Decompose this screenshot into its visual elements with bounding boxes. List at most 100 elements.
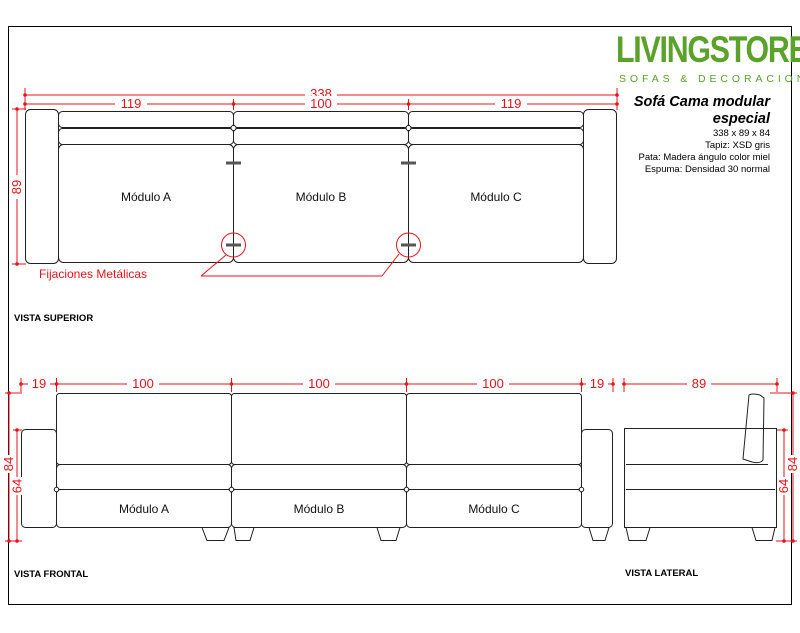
dim-side-depth-label: 89 xyxy=(692,376,706,391)
front-back-c xyxy=(406,393,582,465)
dim-dot xyxy=(231,102,236,106)
dim-arm-right-label: 19 xyxy=(590,376,604,391)
dim-dot xyxy=(19,382,23,386)
dim-dot xyxy=(791,391,795,395)
dim-dot xyxy=(229,382,234,386)
label-bg xyxy=(787,455,798,473)
side-body xyxy=(624,428,777,528)
dim-front-height-label: 84 xyxy=(1,457,16,471)
front-seat-top-c xyxy=(406,464,582,490)
front-back-b xyxy=(231,393,407,465)
dim-dot xyxy=(791,539,795,543)
label-bg xyxy=(477,376,509,388)
top-backrest-b xyxy=(233,111,409,128)
top-arm-left xyxy=(25,109,59,264)
dim-dot xyxy=(23,93,27,97)
brand-tagline: SOFAS & DECORACION xyxy=(619,73,800,85)
top-arm-right xyxy=(583,109,617,264)
dim-dot xyxy=(615,102,619,106)
callout-circle-1 xyxy=(221,232,246,258)
top-dimension-lines xyxy=(12,88,618,265)
label-bg xyxy=(127,376,159,388)
dim-dot xyxy=(406,102,411,106)
product-upholstery: Tapiz: XSD gris xyxy=(705,140,770,151)
front-joint-dot xyxy=(53,486,60,493)
top-seat-c xyxy=(408,144,584,263)
label-bg xyxy=(687,376,711,388)
front-leg-left xyxy=(201,527,230,541)
sheet-border xyxy=(8,26,792,605)
dim-arm-left-label: 19 xyxy=(32,376,46,391)
front-dimension-lines xyxy=(5,378,614,542)
product-legs: Pata: Madera ángulo color miel xyxy=(638,152,771,163)
dim-dot xyxy=(7,539,11,543)
label-bg xyxy=(305,96,337,108)
brand-name: LIVINGSTORE. xyxy=(616,29,800,70)
dim-seg-c-label: 119 xyxy=(501,96,522,111)
front-module-b-label: Módulo B xyxy=(294,502,345,516)
front-module-a-label: Módulo A xyxy=(119,502,169,516)
front-view xyxy=(21,393,613,541)
callout-circle-2 xyxy=(396,232,421,258)
label-bg xyxy=(3,455,14,473)
side-leg-left xyxy=(625,527,651,541)
label-bg xyxy=(115,96,147,108)
label-bg xyxy=(778,477,789,495)
front-back-a xyxy=(56,393,232,465)
front-leg-mid-left xyxy=(233,527,255,541)
view-label-front: VISTA FRONTAL xyxy=(14,569,89,580)
top-cushion-b xyxy=(233,128,409,145)
dim-dot xyxy=(782,428,786,432)
front-module-c-label: Módulo C xyxy=(468,502,520,516)
view-label-top: VISTA SUPERIOR xyxy=(14,313,94,324)
front-seat-top-b xyxy=(231,464,407,490)
top-module-a-label: Módulo A xyxy=(121,190,171,204)
top-cushion-a xyxy=(58,128,234,145)
top-module-b-label: Módulo B xyxy=(296,190,347,204)
front-joint-dot xyxy=(578,486,585,493)
front-dimension-labels: 19 100 100 100 19 84 64 xyxy=(1,376,608,495)
side-dimension-dots xyxy=(622,382,795,543)
front-seat-top-a xyxy=(56,464,232,490)
front-joint-dot xyxy=(403,486,410,493)
dim-dot xyxy=(54,382,59,386)
product-spec: Sofá Cama modular especial 338 x 89 x 84… xyxy=(634,94,770,176)
front-leg-right xyxy=(588,527,610,541)
label-bg xyxy=(586,376,608,388)
label-bg xyxy=(12,477,23,495)
dim-front-seat-label: 64 xyxy=(10,479,25,493)
top-joint-dot-1 xyxy=(230,125,237,131)
top-view xyxy=(25,109,617,264)
dim-dot xyxy=(579,382,584,386)
side-dimension-labels: 89 84 64 xyxy=(687,376,800,495)
dim-dot xyxy=(7,391,11,395)
callout-label: Fijaciones Metálicas xyxy=(39,267,147,281)
view-label-side: VISTA LATERAL xyxy=(625,568,699,579)
dim-dot xyxy=(23,102,27,106)
dim-dot xyxy=(782,539,786,543)
dim-dot xyxy=(15,539,19,543)
label-bg xyxy=(10,175,24,199)
top-dimension-labels: 338 119 100 119 89 xyxy=(9,86,527,199)
dim-dot xyxy=(15,262,19,266)
product-foam: Espuma: Densidad 30 normal xyxy=(644,164,770,175)
label-bg xyxy=(495,96,527,108)
top-backrest-c xyxy=(408,111,584,128)
front-leg-mid-right xyxy=(376,527,401,541)
dim-dot xyxy=(404,382,409,386)
dim-depth-label: 89 xyxy=(9,180,24,194)
top-cushion-c xyxy=(408,128,584,145)
front-dimension-dots xyxy=(7,382,615,543)
front-arm-left xyxy=(21,429,57,528)
metal-fixings xyxy=(226,161,416,247)
brand-logo: LIVINGSTORE. SOFAS & DECORACION xyxy=(616,30,800,90)
label-bg xyxy=(305,86,337,98)
front-arm-right xyxy=(581,429,613,528)
side-view xyxy=(624,393,777,541)
fixing-callout xyxy=(200,232,421,277)
dim-front-seg-a-label: 100 xyxy=(132,376,154,391)
dim-front-seg-c-label: 100 xyxy=(482,376,504,391)
product-title-line2: especial xyxy=(712,111,770,127)
dim-dot xyxy=(611,382,615,386)
